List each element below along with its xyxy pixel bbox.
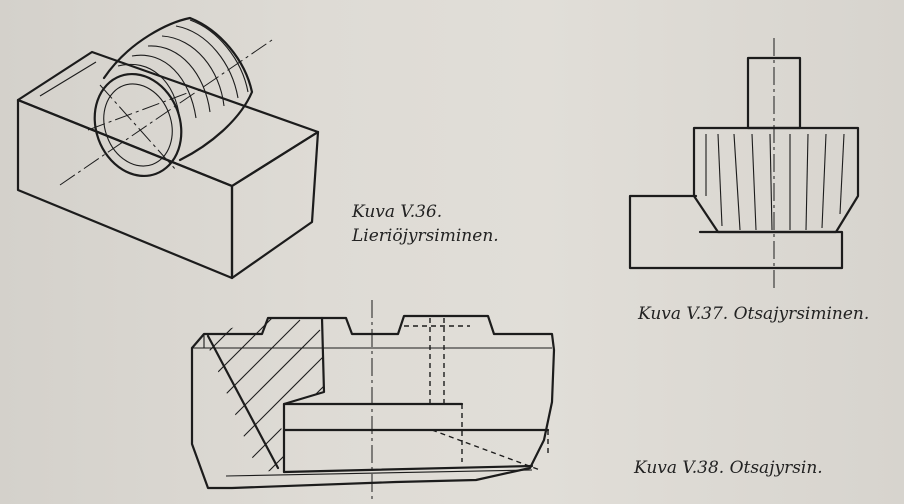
workpiece-block <box>16 50 320 280</box>
cutter-body <box>190 314 556 490</box>
figure-v37-caption: Kuva V.37. Otsajyrsiminen. <box>638 304 870 324</box>
figure-v38-caption: Kuva V.38. Otsajyrsin. <box>634 458 823 478</box>
cylindrical-cutter <box>59 16 273 186</box>
figure-v36-title: Lieriöjyrsiminen. <box>352 226 499 246</box>
figure-v36-number: Kuva V.36. <box>352 202 443 222</box>
figure-v36-caption: Kuva V.36. Lieriöjyrsiminen. <box>352 200 499 248</box>
workpiece <box>628 194 844 270</box>
hidden-lines <box>404 318 549 471</box>
